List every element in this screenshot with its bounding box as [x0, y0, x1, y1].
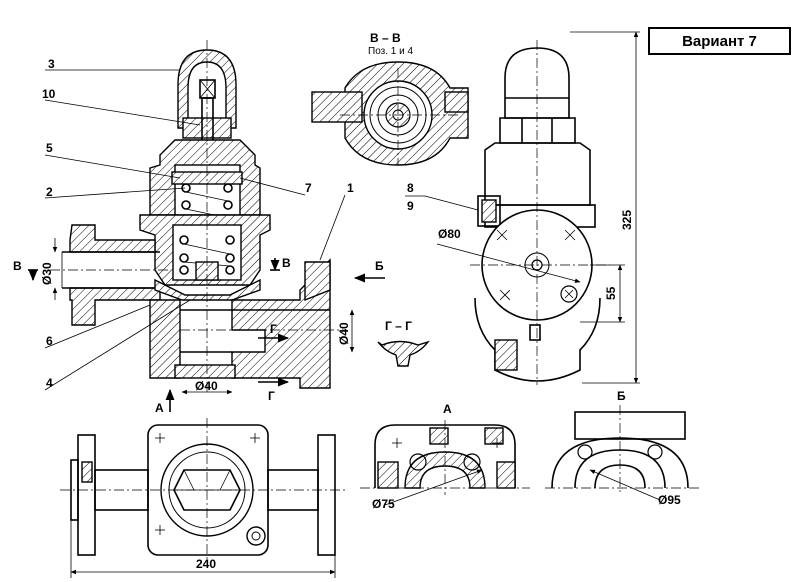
section-mark-g-bottom: Г [268, 389, 275, 403]
view-a-title: А [443, 402, 452, 416]
section-gg-view: Г – Г [377, 319, 430, 367]
view-b-title: Б [617, 389, 626, 403]
view-a: А Ø75 [360, 402, 530, 511]
dim-d40-bottom: Ø40 [195, 379, 218, 393]
dim-325: 325 [620, 210, 634, 230]
callout-3: 3 [48, 57, 55, 71]
callout-4: 4 [46, 376, 53, 390]
dim-240: 240 [196, 557, 216, 571]
section-bb-title: В – В [370, 31, 401, 45]
side-view: 325 55 Ø80 [436, 31, 640, 385]
callout-10: 10 [42, 87, 56, 101]
callout-6: 6 [46, 334, 53, 348]
dim-d40-right: Ø40 [337, 322, 351, 345]
callout-1: 1 [347, 181, 354, 195]
dim-55: 55 [604, 286, 618, 300]
dim-d30: Ø30 [40, 262, 54, 285]
callout-8: 8 [407, 181, 414, 195]
view-mark-a: А [155, 401, 164, 415]
section-bb-subtitle: Поз. 1 и 4 [368, 46, 413, 57]
variant-title: Вариант 7 [648, 27, 791, 55]
section-bb-view: В – В Поз. 1 и 4 [311, 31, 469, 166]
callout-9: 9 [407, 199, 414, 213]
callouts: 3 10 5 2 6 4 7 1 8 9 [42, 57, 479, 391]
callout-7: 7 [305, 181, 312, 195]
dim-d80: Ø80 [438, 227, 461, 241]
section-mark-b-left: В [13, 259, 22, 273]
callout-2: 2 [46, 185, 53, 199]
front-section-view: В В Б Г Г А Ø30 Ø40 Ø40 [13, 40, 385, 415]
dim-d95: Ø95 [658, 493, 681, 507]
section-mark-bb: Б [375, 259, 384, 273]
view-b: Б Ø95 [545, 389, 700, 507]
dim-d75: Ø75 [372, 497, 395, 511]
section-gg-title: Г – Г [385, 319, 412, 333]
callout-5: 5 [46, 141, 53, 155]
section-mark-b-right: В [282, 256, 291, 270]
section-mark-g-top: Г [270, 322, 277, 336]
plan-view: 240 [60, 418, 345, 578]
